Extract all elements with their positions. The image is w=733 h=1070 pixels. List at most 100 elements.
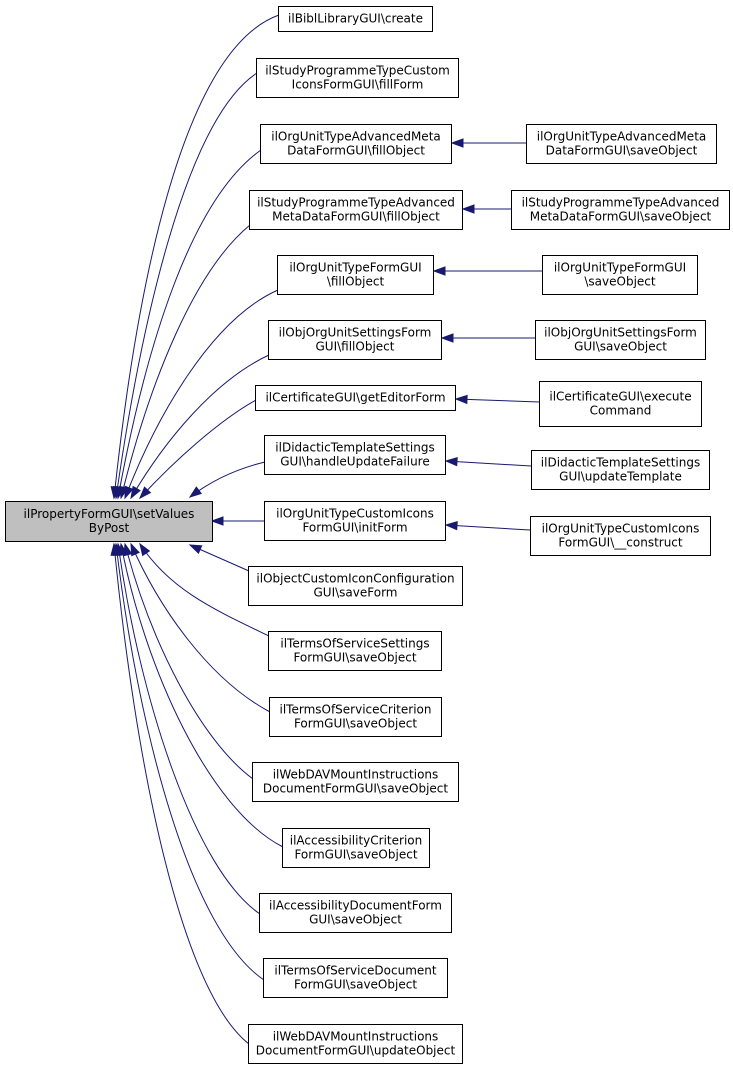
node-label-line: ByPost [89,521,130,535]
function-node[interactable]: ilDidacticTemplateSettingsGUI\handleUpda… [264,435,446,475]
function-node[interactable]: ilBiblLibraryGUI\create [278,6,433,32]
edge-line [120,543,284,848]
node-label-line: MetaDataFormGUI\fillObject [272,210,440,224]
node-label-line: FormGUI\saveObject [293,651,416,665]
arrowhead [139,486,152,500]
function-node[interactable]: ilOrgUnitTypeFormGUI\fillObject [277,255,434,295]
node-label-line: DocumentFormGUI\updateObject [256,1044,456,1058]
function-node[interactable]: ilOrgUnitTypeCustomIconsFormGUI\__constr… [530,516,711,556]
node-label-line: ilDidacticTemplateSettings [275,441,434,455]
edge-r3-to-c3 [450,138,526,148]
node-box [263,958,448,998]
node-label-line: ilAccessibilityDocumentForm [269,899,442,913]
function-node[interactable]: ilAccessibilityCriterionFormGUI\saveObje… [282,828,430,868]
node-label-line: ilOrgUnitTypeFormGUI [554,261,686,275]
node-box [268,631,442,671]
function-node[interactable]: ilStudyProgrammeTypeAdvancedMetaDataForm… [511,190,730,230]
arrowhead [432,266,446,276]
edge-line [113,14,280,499]
function-node[interactable]: ilOrgUnitTypeFormGUI\saveObject [542,255,698,295]
node-label-line: ilObjOrgUnitSettingsForm [279,326,432,340]
node-label-line: \fillObject [327,275,385,289]
node-box [252,762,459,802]
arrowhead [188,486,203,498]
function-node[interactable]: ilStudyProgrammeTypeCustomIconsFormGUI\f… [256,58,459,98]
arrowhead [210,516,224,526]
node-box [248,566,463,606]
edge-c8-to-root [188,461,266,498]
arrowhead [130,542,140,557]
edge-line [189,461,266,498]
node-label-line: ilBiblLibraryGUI\create [288,12,423,26]
edge-c9-to-root [210,516,266,526]
node-box [268,320,442,360]
edge-c5-to-root [124,289,279,500]
node-box [259,893,452,933]
node-label-line: ilOrgUnitTypeAdvancedMeta [537,130,707,144]
node-label-line: IconsFormGUI\fillForm [292,78,424,92]
edge-c13-to-root [123,542,254,780]
node-label-line: ilDidacticTemplateSettings [541,456,700,470]
function-node[interactable]: ilDidacticTemplateSettingsGUI\updateTemp… [531,450,710,490]
function-node[interactable]: ilWebDAVMountInstructionsDocumentFormGUI… [252,762,459,802]
edge-line [117,543,261,915]
node-label-line: FormGUI\initForm [302,521,407,535]
arrowhead [444,456,458,467]
edge-c7-to-root [139,399,257,500]
function-node[interactable]: ilWebDAVMountInstructionsDocumentFormGUI… [248,1024,463,1064]
arrowhead [461,204,475,214]
edge-r5-to-c5 [432,266,542,276]
node-box [256,58,459,98]
function-node[interactable]: ilTermsOfServiceDocumentFormGUI\saveObje… [263,958,448,998]
node-box [535,320,706,360]
edge-line [445,524,531,531]
edge-r7-to-c7 [454,394,540,405]
function-node[interactable]: ilOrgUnitTypeAdvancedMetaDataFormGUI\sav… [526,124,717,164]
function-node[interactable]: ilTermsOfServiceSettingsFormGUI\saveObje… [268,631,442,671]
edge-r6-to-c6 [440,333,535,343]
node-label-line: FormGUI\__construct [558,536,683,550]
node-label-line: ilStudyProgrammeTypeAdvanced [522,196,720,210]
node-label-line: GUI\saveForm [314,586,398,600]
edge-c2-to-root [112,72,258,500]
function-node[interactable]: ilObjectCustomIconConfigurationGUI\saveF… [248,566,463,606]
node-label-line: ilObjectCustomIconConfiguration [256,572,454,586]
edge-line [130,354,270,499]
node-label-line: ilTermsOfServiceCriterion [280,703,432,717]
arrowhead [139,542,151,557]
function-node[interactable]: ilAccessibilityDocumentFormGUI\saveObjec… [259,893,452,933]
node-label-line: DataFormGUI\saveObject [546,144,698,158]
node-box [278,6,433,32]
function-node[interactable]: ilStudyProgrammeTypeAdvancedMetaDataForm… [249,190,463,230]
node-label-line: ilObjOrgUnitSettingsForm [544,326,697,340]
node-box [249,190,463,230]
edge-line [115,543,265,981]
edge-line [113,543,250,1045]
node-box [542,255,698,295]
function-node[interactable]: ilTermsOfServiceCriterionFormGUI\saveObj… [269,697,442,737]
node-label-line: ilOrgUnitTypeAdvancedMeta [271,130,441,144]
arrowhead [440,333,454,343]
node-label-line: ilOrgUnitTypeCustomIcons [542,522,700,536]
edge-line [120,224,251,499]
node-label-line: GUI\saveObject [574,340,667,354]
edge-line [139,399,257,499]
node-box [277,255,434,295]
node-box [5,501,213,542]
function-node[interactable]: ilOrgUnitTypeAdvancedMetaDataFormGUI\fil… [260,124,452,164]
node-label-line: ilCertificateGUI\getEditorForm [265,391,445,405]
node-label-line: ilAccessibilityCriterion [290,834,422,848]
edge-line [124,543,254,780]
edge-line [445,460,532,467]
edge-r4-to-c4 [461,204,511,214]
function-node[interactable]: ilCertificateGUI\getEditorForm [255,385,456,411]
edge-line [124,289,279,499]
node-box [264,435,446,475]
